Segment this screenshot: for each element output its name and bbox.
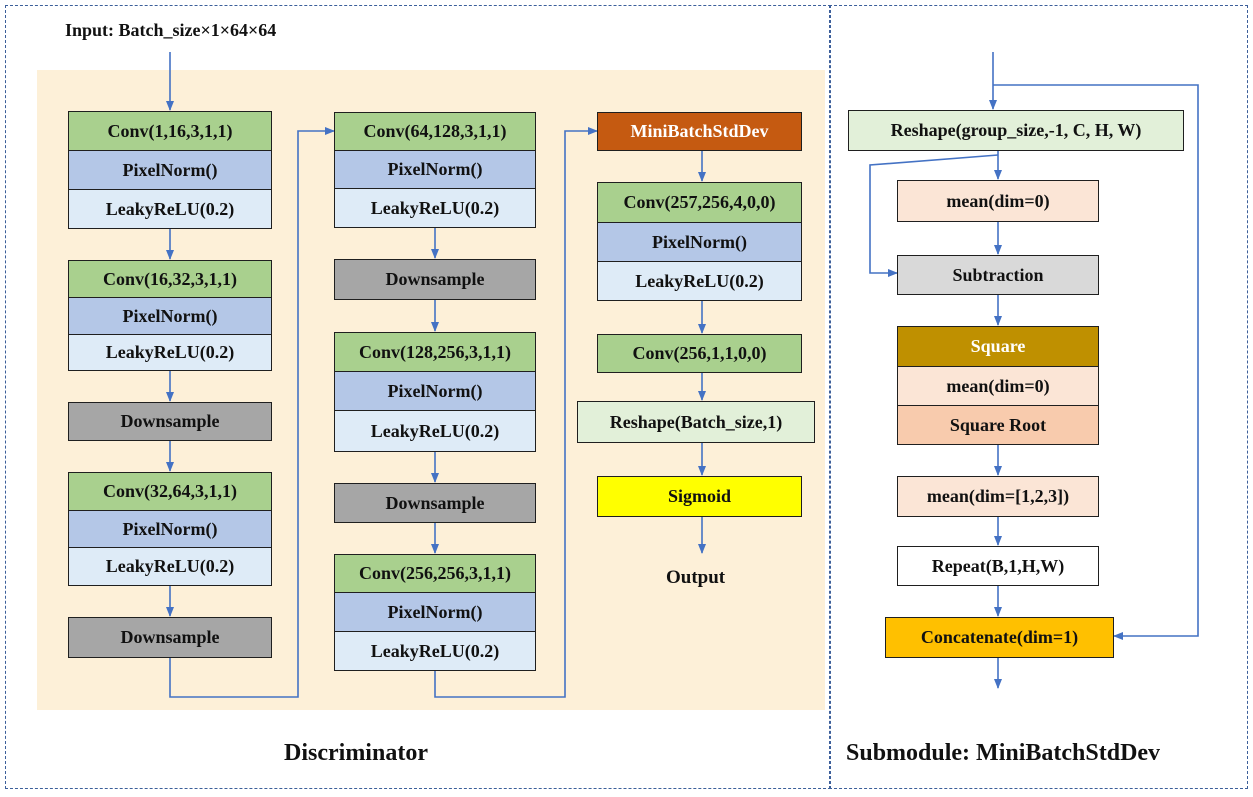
square-block: Square <box>897 326 1099 367</box>
pixelnorm-block: PixelNorm() <box>334 150 536 189</box>
subtraction-block: Subtraction <box>897 255 1099 295</box>
submodule-frame <box>829 5 1248 789</box>
mean-dim123-block: mean(dim=[1,2,3]) <box>897 476 1099 517</box>
repeat-block: Repeat(B,1,H,W) <box>897 546 1099 586</box>
conv-257-256-block: Conv(257,256,4,0,0) <box>597 182 802 223</box>
leakyrelu-block: LeakyReLU(0.2) <box>68 189 272 229</box>
leakyrelu-block: LeakyReLU(0.2) <box>68 334 272 371</box>
reshape-block: Reshape(Batch_size,1) <box>577 401 815 443</box>
conv-256-1-block: Conv(256,1,1,0,0) <box>597 334 802 373</box>
conv-16-32-block: Conv(16,32,3,1,1) <box>68 260 272 298</box>
leakyrelu-block: LeakyReLU(0.2) <box>334 188 536 228</box>
discriminator-frame <box>5 5 831 789</box>
input-label: Input: Batch_size×1×64×64 <box>65 20 277 40</box>
downsample-block: Downsample <box>68 402 272 441</box>
downsample-block: Downsample <box>334 259 536 300</box>
mean-dim0-block: mean(dim=0) <box>897 366 1099 406</box>
output-label: Output <box>666 567 726 588</box>
minibatchstddev-block: MiniBatchStdDev <box>597 112 802 151</box>
conv-128-256-block: Conv(128,256,3,1,1) <box>334 332 536 372</box>
pixelnorm-block: PixelNorm() <box>68 510 272 548</box>
leakyrelu-block: LeakyReLU(0.2) <box>334 631 536 671</box>
conv-64-128-block: Conv(64,128,3,1,1) <box>334 112 536 151</box>
leakyrelu-block: LeakyReLU(0.2) <box>68 547 272 586</box>
submodule-caption: Submodule: MiniBatchStdDev <box>846 740 1161 766</box>
conv-32-64-block: Conv(32,64,3,1,1) <box>68 472 272 511</box>
conv-1-16-block: Conv(1,16,3,1,1) <box>68 111 272 151</box>
sigmoid-block: Sigmoid <box>597 476 802 517</box>
pixelnorm-block: PixelNorm() <box>334 592 536 632</box>
leakyrelu-block: LeakyReLU(0.2) <box>334 410 536 452</box>
downsample-block: Downsample <box>334 483 536 523</box>
concatenate-block: Concatenate(dim=1) <box>885 617 1114 658</box>
downsample-block: Downsample <box>68 617 272 658</box>
pixelnorm-block: PixelNorm() <box>68 297 272 335</box>
square-root-block: Square Root <box>897 405 1099 445</box>
leakyrelu-block: LeakyReLU(0.2) <box>597 261 802 301</box>
pixelnorm-block: PixelNorm() <box>597 222 802 262</box>
pixelnorm-block: PixelNorm() <box>68 150 272 190</box>
pixelnorm-block: PixelNorm() <box>334 371 536 411</box>
discriminator-caption: Discriminator <box>284 740 428 766</box>
reshape-group-block: Reshape(group_size,-1, C, H, W) <box>848 110 1184 151</box>
mean-dim0-block: mean(dim=0) <box>897 180 1099 222</box>
conv-256-256-block: Conv(256,256,3,1,1) <box>334 554 536 593</box>
